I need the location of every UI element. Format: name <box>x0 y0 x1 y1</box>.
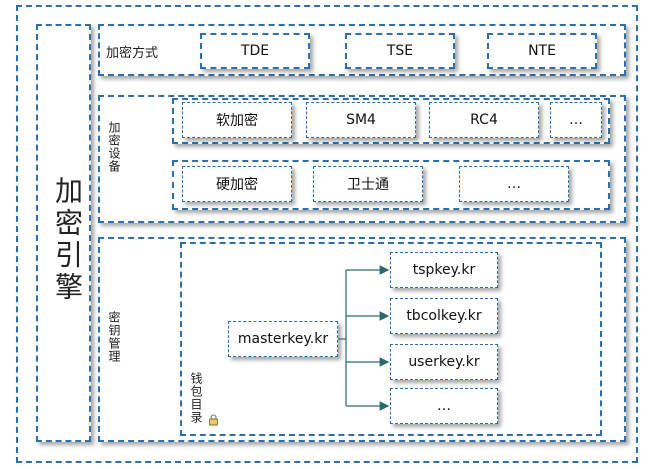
device-software: 软加密 <box>182 102 292 138</box>
key-more: … <box>390 388 498 424</box>
key-userkey: userkey.kr <box>390 344 498 380</box>
engine-label: 加密引擎 <box>51 176 84 304</box>
device-rc4: RC4 <box>429 102 539 138</box>
key-tbcolkey: tbcolkey.kr <box>390 298 498 334</box>
encryption-devices-label: 加密设备 <box>107 121 121 173</box>
device-westone: 卫士通 <box>313 166 423 202</box>
key-tspkey: tspkey.kr <box>390 252 498 288</box>
device-hardware: 硬加密 <box>182 166 292 202</box>
key-management-label: 密钥管理 <box>107 311 121 363</box>
method-tse: TSE <box>345 33 455 69</box>
wallet-directory-label: 钱包目录 <box>189 372 203 424</box>
device-sm4: SM4 <box>306 102 416 138</box>
method-nte: NTE <box>487 33 597 69</box>
lock-icon <box>209 414 218 426</box>
engine-panel: 加密引擎 <box>36 24 91 442</box>
device-more-hardware: … <box>459 166 569 202</box>
method-tde: TDE <box>200 33 310 69</box>
device-more-software: … <box>550 102 602 138</box>
encryption-methods-label: 加密方式 <box>106 46 159 61</box>
master-key: masterkey.kr <box>228 321 338 357</box>
